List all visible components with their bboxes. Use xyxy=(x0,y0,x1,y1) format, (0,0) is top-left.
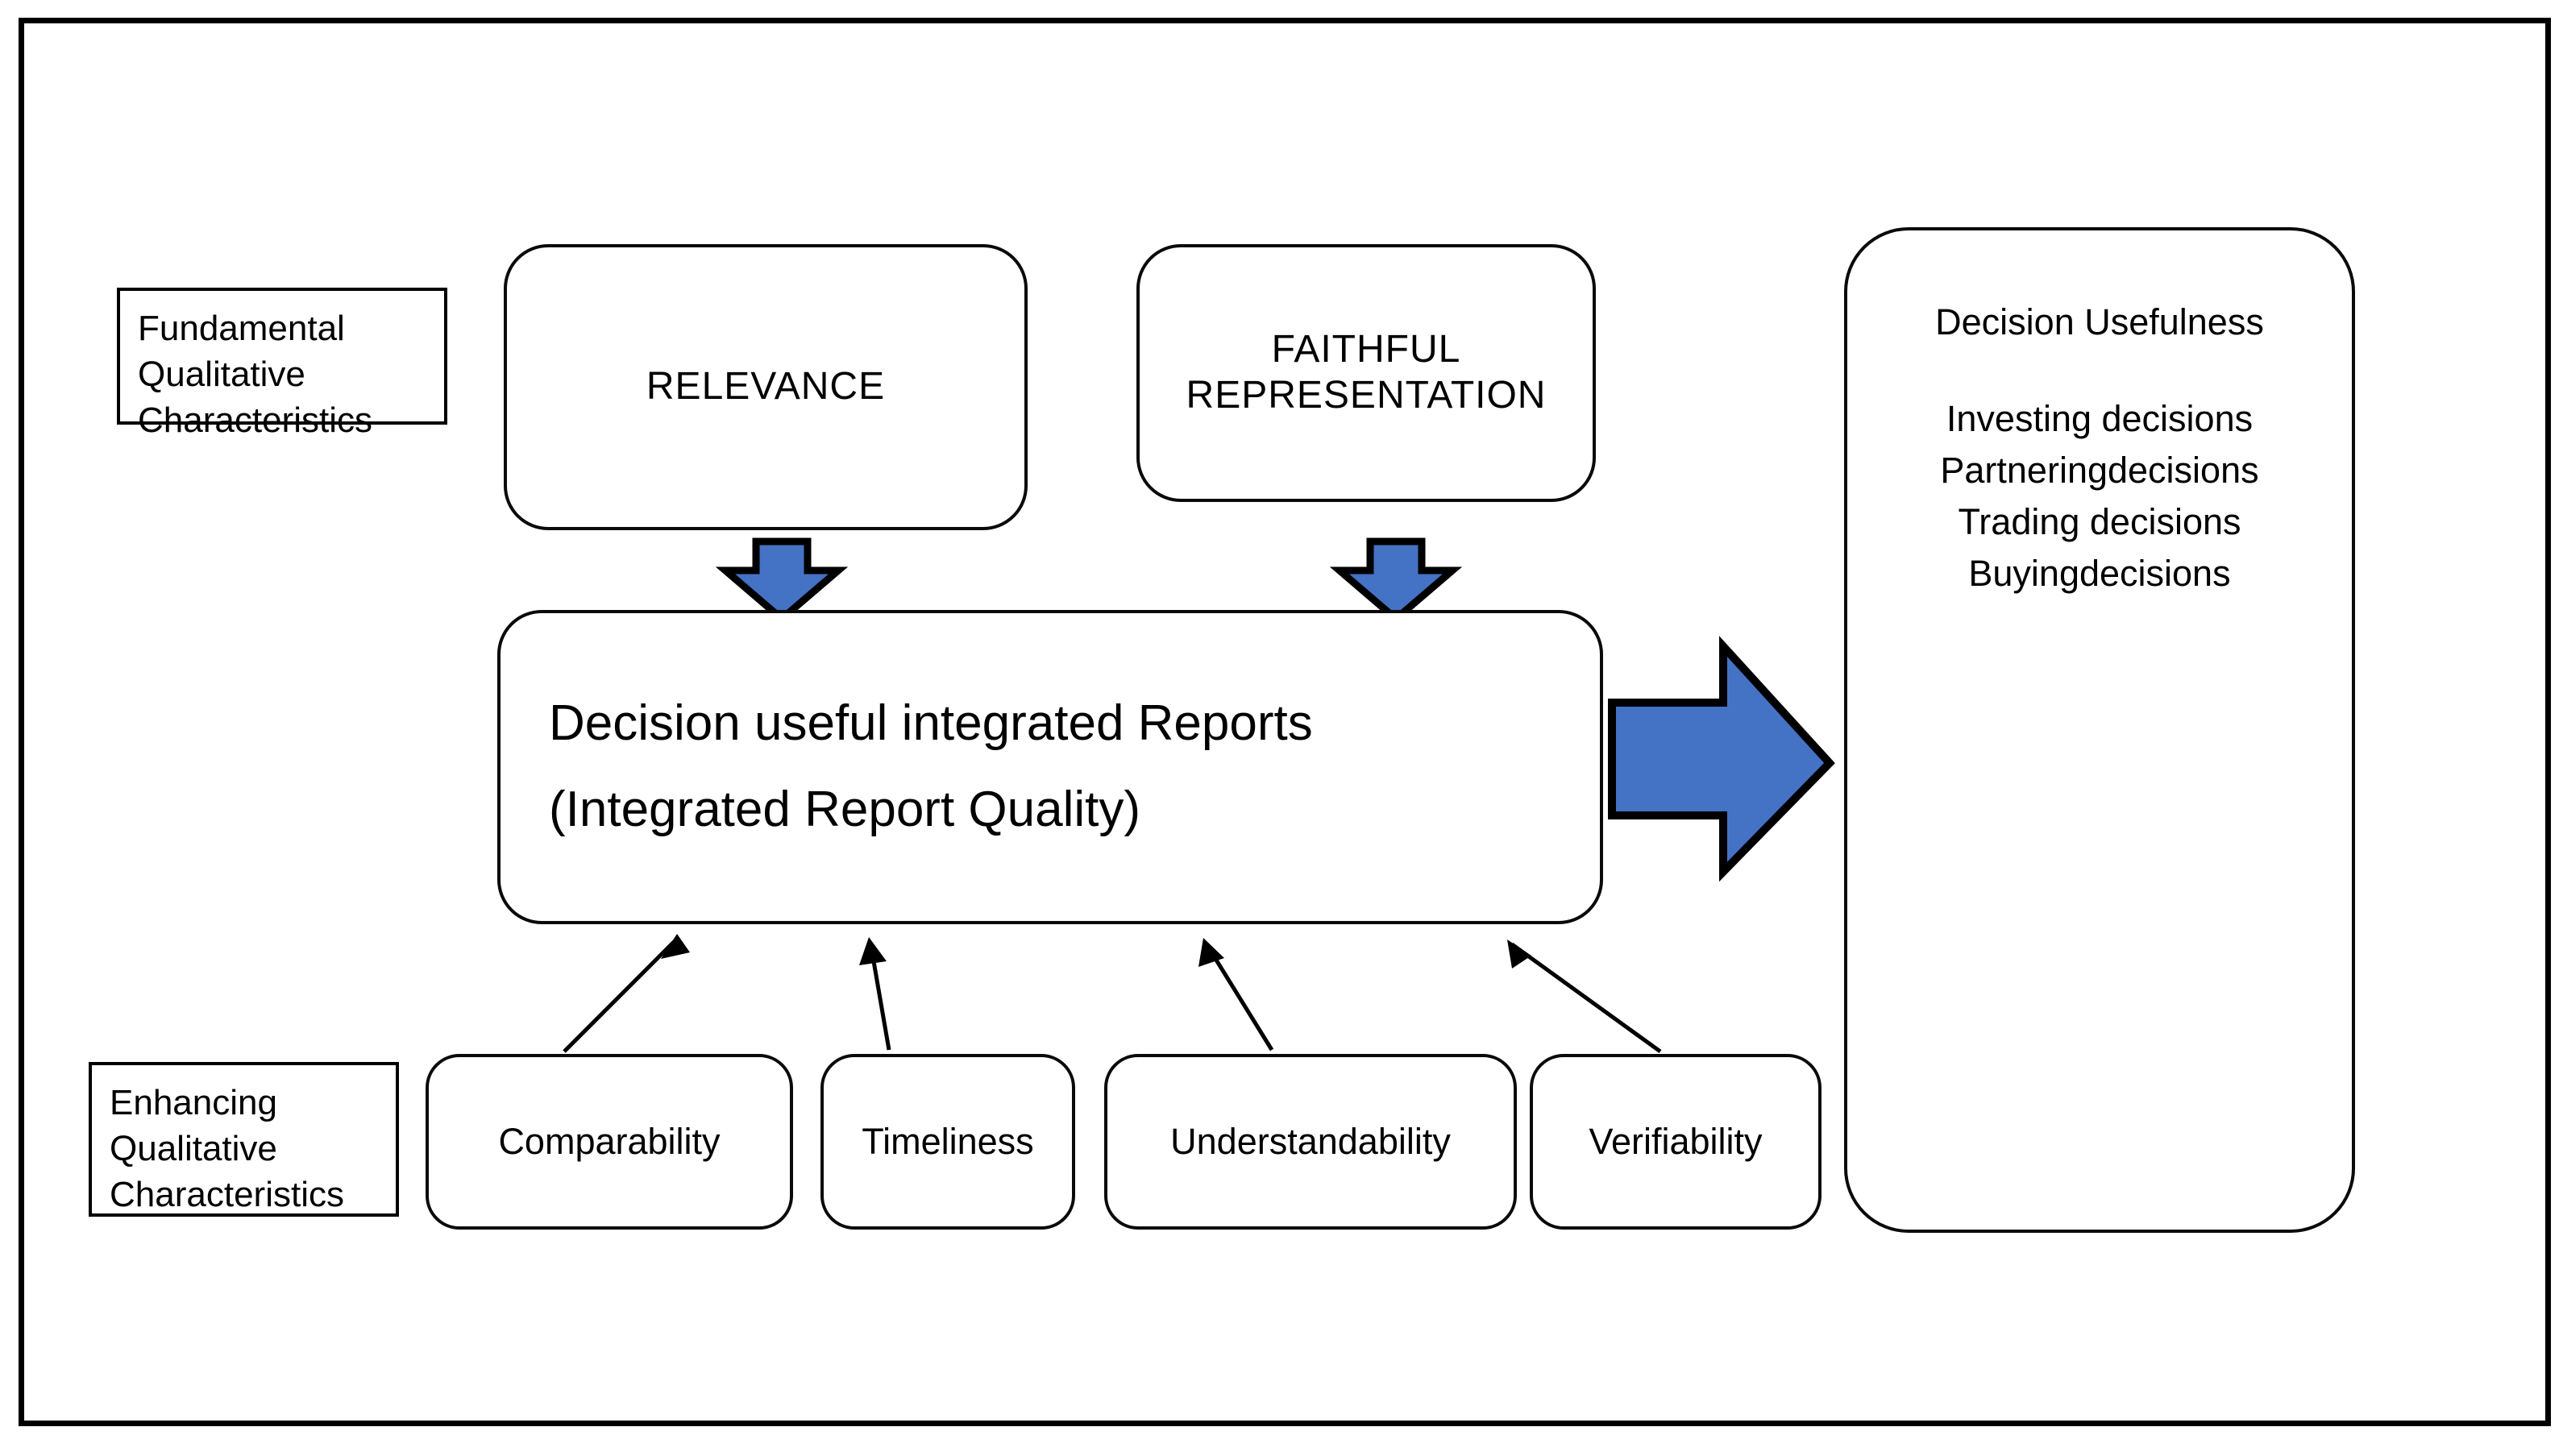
node-understandability[interactable]: Understandability xyxy=(1104,1054,1517,1230)
node-faithful-representation-label: FAITHFUL REPRESENTATION xyxy=(1186,328,1547,417)
decision-item-buying: Buyingdecisions xyxy=(1968,552,2231,594)
panel-decision-usefulness-heading: Decision Usefulness xyxy=(1935,301,2264,342)
node-timeliness[interactable]: Timeliness xyxy=(820,1054,1075,1230)
node-relevance-label: RELEVANCE xyxy=(646,365,886,409)
panel-decision-usefulness[interactable]: Decision Usefulness Investing decisions … xyxy=(1844,227,2355,1233)
node-faithful-representation[interactable]: FAITHFUL REPRESENTATION xyxy=(1136,244,1596,502)
decision-item-trading: Trading decisions xyxy=(1958,500,2241,542)
node-timeliness-label: Timeliness xyxy=(862,1121,1034,1163)
node-verifiability-label: Verifiability xyxy=(1589,1121,1763,1163)
decision-item-partnering: Partneringdecisions xyxy=(1940,449,2259,491)
label-enhancing-qualitative-characteristics: Enhancing Qualitative Characteristics xyxy=(89,1062,399,1217)
panel-decision-usefulness-content: Decision Usefulness Investing decisions … xyxy=(1935,230,2264,599)
node-understandability-label: Understandability xyxy=(1170,1121,1451,1163)
node-comparability[interactable]: Comparability xyxy=(426,1054,793,1230)
node-decision-useful-integrated-reports[interactable]: Decision useful integrated Reports (Inte… xyxy=(497,610,1603,924)
node-relevance[interactable]: RELEVANCE xyxy=(504,244,1028,530)
label-fundamental-qualitative-characteristics: Fundamental Qualitative Characteristics xyxy=(117,288,447,440)
node-central-label: Decision useful integrated Reports (Inte… xyxy=(549,695,1313,837)
decision-item-investing: Investing decisions xyxy=(1946,397,2254,439)
node-comparability-label: Comparability xyxy=(498,1121,721,1163)
node-verifiability[interactable]: Verifiability xyxy=(1530,1054,1822,1230)
label-fundamental-text: Fundamental Qualitative Characteristics xyxy=(138,309,372,441)
label-enhancing-text: Enhancing Qualitative Characteristics xyxy=(110,1083,344,1215)
